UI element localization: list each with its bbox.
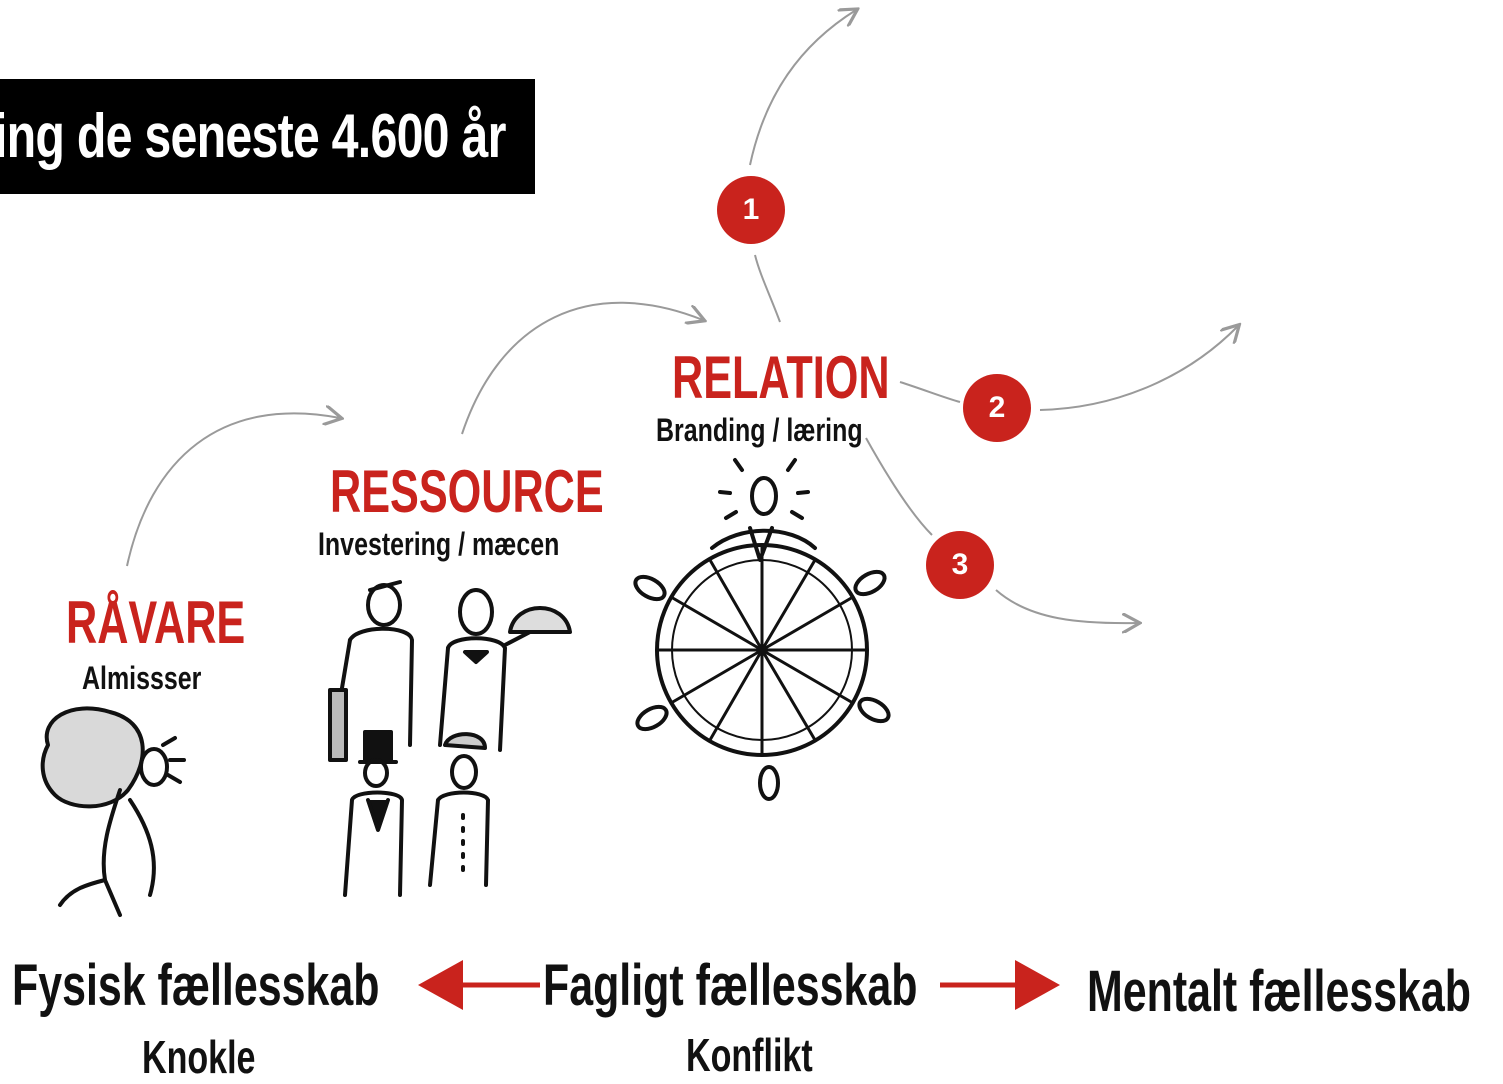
leader-with-wheel-team-icon xyxy=(633,458,891,801)
stage-ravare-subtitle: Almissser xyxy=(82,660,202,696)
stage-relation-subtitle: Branding / læring xyxy=(656,412,863,448)
page-title: ing de seneste 4.600 år xyxy=(0,102,506,171)
curve-to-badge-2 xyxy=(899,381,961,403)
service-staff-group-icon xyxy=(328,580,572,897)
stage-ressource-title: RESSOURCE xyxy=(330,458,604,525)
curve-branch-3 xyxy=(995,589,1138,623)
bottom-right-title: Mentalt fællesskab xyxy=(1087,959,1472,1024)
badge-1: 1 xyxy=(717,176,785,244)
stage-relation-title: RELATION xyxy=(672,344,890,411)
bottom-left-subtitle: Knokle xyxy=(142,1031,256,1083)
curve-ressource-to-relation xyxy=(461,301,703,435)
curve-branch-1 xyxy=(749,10,856,166)
badge-2: 2 xyxy=(963,374,1031,442)
stage-ravare-title: RÅVARE xyxy=(66,589,246,656)
badge-3: 3 xyxy=(926,531,994,599)
stage-ressource-subtitle: Investering / mæcen xyxy=(318,526,560,562)
person-carrying-sack-icon xyxy=(40,706,186,917)
curve-ravare-to-ressource xyxy=(126,413,340,567)
bottom-center-subtitle: Konflikt xyxy=(686,1029,813,1081)
curve-relation-up xyxy=(754,254,781,323)
bottom-center-title: Fagligt fællesskab xyxy=(543,953,918,1018)
curve-branch-2 xyxy=(1039,326,1238,411)
bottom-left-title: Fysisk fællesskab xyxy=(12,953,380,1018)
curve-to-badge-3 xyxy=(865,437,933,536)
title-bar: ing de seneste 4.600 år xyxy=(0,79,535,194)
